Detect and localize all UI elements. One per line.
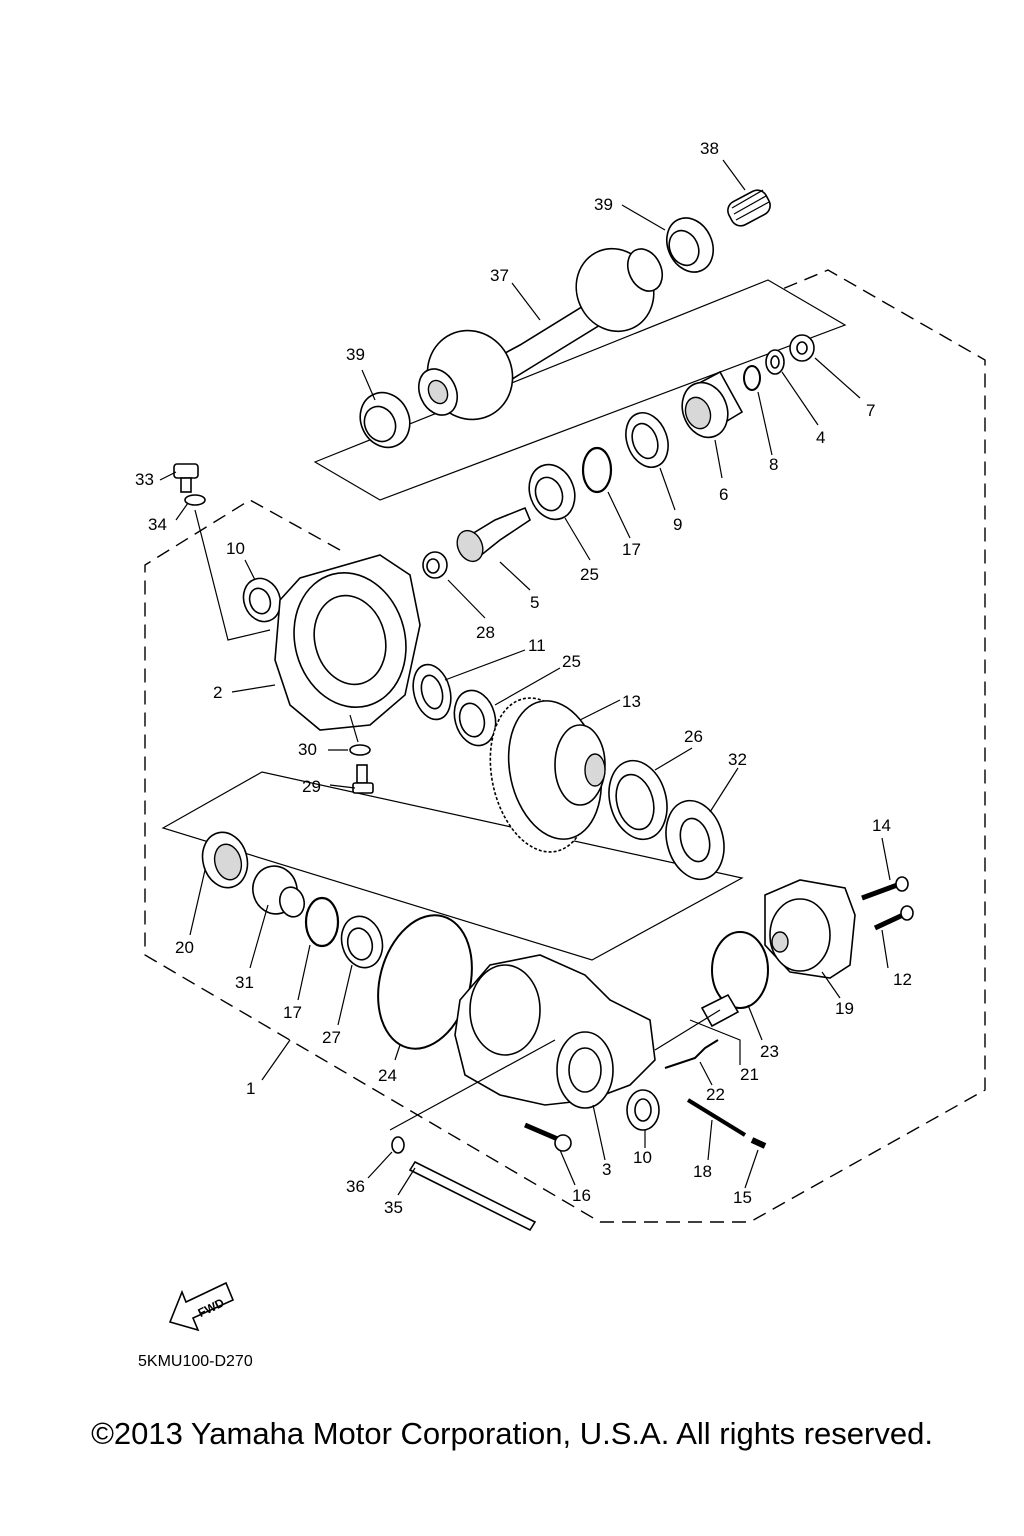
callout-26: 26	[684, 727, 703, 746]
part-28-needle-bearing	[422, 551, 448, 579]
callout-25-lower: 25	[562, 652, 581, 671]
callout-30: 30	[298, 740, 317, 759]
callout-25-upper: 25	[580, 565, 599, 584]
diagram-code: 5KMU100-D270	[138, 1353, 253, 1370]
part-11-shim	[412, 663, 452, 721]
callout-32: 32	[728, 750, 747, 769]
callout-6: 6	[719, 485, 728, 504]
part-10-oil-seal-upper	[242, 577, 282, 623]
callout-23: 23	[760, 1042, 779, 1061]
callout-38: 38	[700, 139, 719, 158]
callout-12: 12	[893, 970, 912, 989]
part-17-circlip-upper	[581, 446, 613, 494]
part-4-washer	[765, 349, 785, 375]
part-5-pinion-gear	[456, 506, 531, 563]
part-39-bearing-upper	[666, 217, 714, 273]
callout-21: 21	[740, 1065, 759, 1084]
callout-39-lower: 39	[346, 345, 365, 364]
callout-31: 31	[235, 973, 254, 992]
callout-16: 16	[572, 1186, 591, 1205]
part-31-splined-gear	[252, 865, 306, 918]
part-37-drive-shaft	[417, 247, 664, 421]
part-29-bolt	[352, 764, 374, 794]
part-23-o-ring	[711, 931, 769, 1009]
callout-4: 4	[816, 428, 825, 447]
part-26-oil-seal	[608, 759, 668, 841]
callout-17-upper: 17	[622, 540, 641, 559]
callout-7: 7	[866, 401, 875, 420]
callout-36: 36	[346, 1177, 365, 1196]
callout-5: 5	[530, 593, 539, 612]
part-34-washer	[184, 494, 206, 506]
callout-3: 3	[602, 1160, 611, 1179]
part-27-bearing	[340, 915, 384, 969]
part-36-clip	[391, 1136, 405, 1154]
callout-37: 37	[490, 266, 509, 285]
part-16-bolt	[524, 1122, 572, 1152]
callout-27: 27	[322, 1028, 341, 1047]
copyright-notice: ©2013 Yamaha Motor Corporation, U.S.A. A…	[91, 1416, 933, 1451]
callout-29: 29	[302, 777, 321, 796]
leader-lines	[159, 159, 891, 1196]
part-9-oil-seal	[625, 412, 669, 468]
callout-28: 28	[476, 623, 495, 642]
callout-10-upper: 10	[226, 539, 245, 558]
part-33-bolt	[173, 463, 199, 493]
part-25-bearing-upper	[528, 463, 576, 521]
part-8-circlip	[743, 365, 761, 391]
part-35-pin	[408, 1160, 537, 1232]
callout-1: 1	[246, 1079, 255, 1098]
callout-14: 14	[872, 816, 891, 835]
callout-19: 19	[835, 999, 854, 1018]
part-25-bearing-lower	[453, 689, 497, 747]
callout-9: 9	[673, 515, 682, 534]
part-3-differential-case	[454, 954, 656, 1109]
part-6-coupling	[681, 370, 744, 439]
callout-labels: 38 39 37 39 7 4 8 6 9 17 25 5 28 33 34 1…	[135, 139, 912, 1217]
forward-arrow-icon: FWD	[168, 1281, 235, 1332]
part-18-rod	[686, 1098, 747, 1137]
part-15-screw	[750, 1137, 767, 1149]
part-32-shim	[665, 799, 725, 881]
callout-13: 13	[622, 692, 641, 711]
callout-35: 35	[384, 1198, 403, 1217]
axle-group-outline	[313, 279, 847, 501]
part-2-gear-case-cover	[274, 554, 421, 731]
part-19-gear-motor	[764, 879, 856, 979]
callout-11: 11	[528, 636, 546, 655]
callout-33: 33	[135, 470, 154, 489]
differential-group-outline	[161, 771, 744, 961]
part-22-wire	[664, 1039, 719, 1069]
callout-8: 8	[769, 455, 778, 474]
callout-34: 34	[148, 515, 167, 534]
callout-39-upper: 39	[594, 195, 613, 214]
part-7-nut	[789, 334, 815, 362]
part-14-bolt	[861, 876, 909, 901]
callout-10-lower: 10	[633, 1148, 652, 1167]
callout-22: 22	[706, 1085, 725, 1104]
callout-18: 18	[693, 1162, 712, 1181]
part-13-ring-gear	[489, 697, 606, 853]
assembly-outline	[144, 269, 986, 1223]
callout-2: 2	[213, 683, 222, 702]
part-20-collar	[201, 831, 249, 889]
callout-20: 20	[175, 938, 194, 957]
part-17-circlip-lower	[304, 896, 340, 948]
callout-15: 15	[733, 1188, 752, 1207]
part-30-washer	[349, 744, 371, 756]
callout-17-lower: 17	[283, 1003, 302, 1022]
part-39-bearing-lower	[359, 391, 411, 449]
part-10-oil-seal-lower	[626, 1089, 660, 1131]
part-38-spring	[727, 189, 771, 227]
callout-24: 24	[378, 1066, 397, 1085]
part-12-bolt	[873, 905, 914, 931]
